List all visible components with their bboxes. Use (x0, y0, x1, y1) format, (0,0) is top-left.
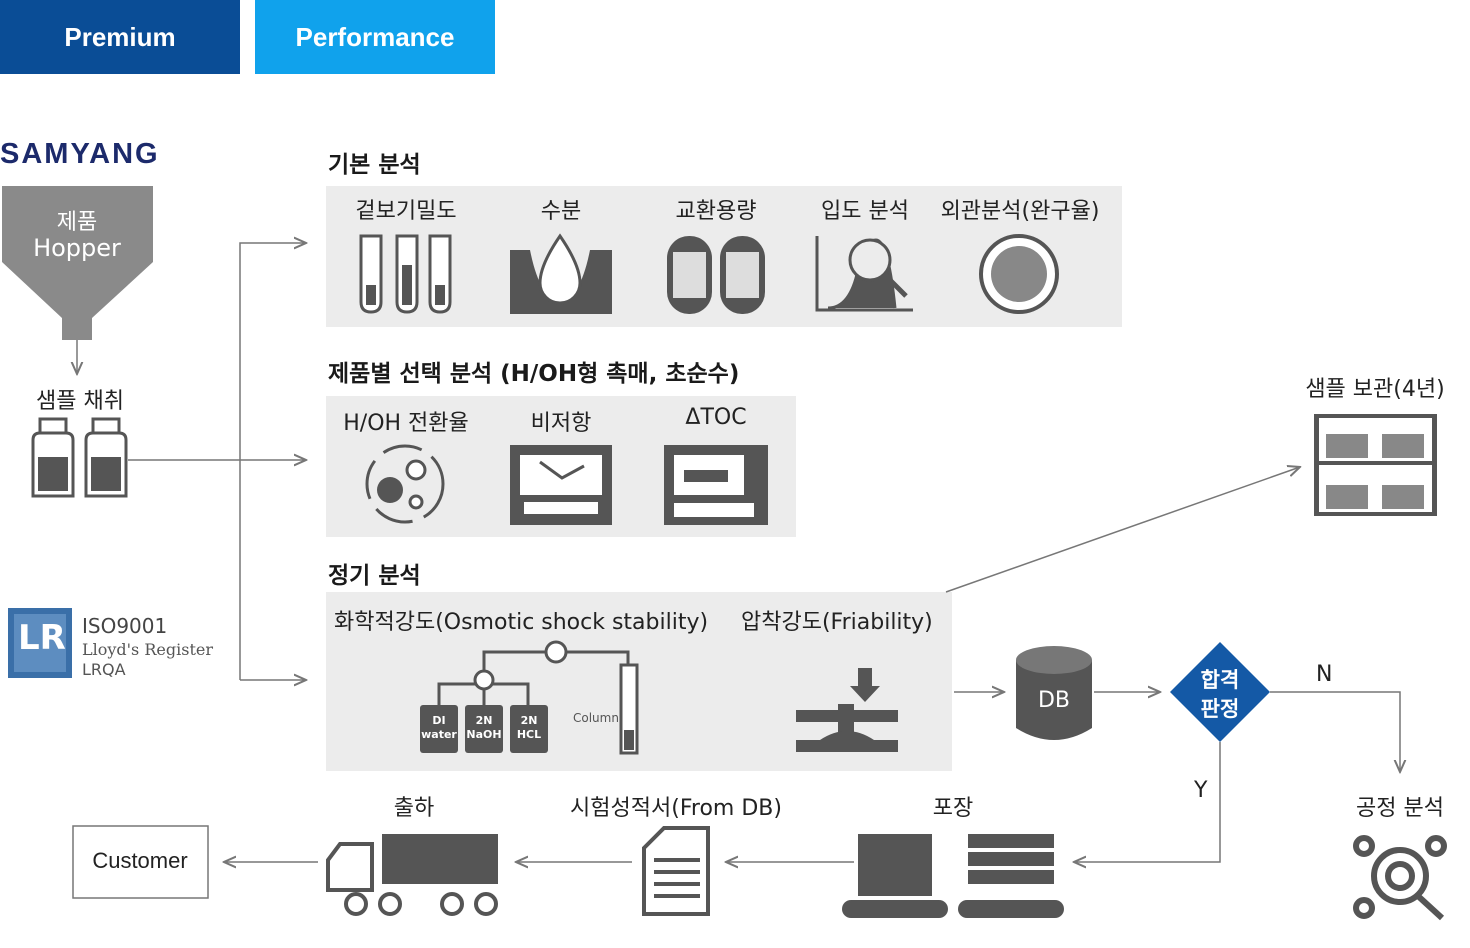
bottle-label-di-2: water (421, 728, 457, 741)
item-exchange-capacity: 교환용량 (675, 199, 757, 224)
item-osmotic-shock: 화학적강도(Osmotic shock stability) (334, 610, 709, 635)
decision-no-label: N (1316, 662, 1333, 687)
osmotic-shock-apparatus-icon (420, 640, 639, 755)
bottle-label-naoh-1: 2N (475, 714, 493, 727)
delivery-truck-icon (326, 834, 498, 916)
shipping-label: 출하 (393, 796, 435, 821)
customer-label: Customer (92, 848, 188, 873)
hopper-label-line2: Hopper (33, 234, 121, 262)
basic-analysis-title: 기본 분석 (328, 152, 421, 178)
db-label: DB (1037, 688, 1071, 713)
samyang-logo: SAMYANG (0, 138, 160, 170)
column-label: Column (573, 711, 619, 725)
packaging-label: 포장 (932, 796, 974, 821)
iso-line3: LRQA (82, 660, 126, 679)
item-resistivity: 비저항 (530, 411, 592, 436)
decision-yes-label: Y (1194, 778, 1208, 803)
bottle-label-hcl-2: HCL (516, 728, 542, 741)
particle-size-icon (815, 236, 913, 312)
customer-box (72, 825, 209, 899)
decision-label-line1: 합격 (1200, 668, 1240, 692)
bottle-label-hcl-1: 2N (520, 714, 538, 727)
tab-performance[interactable]: Performance (255, 0, 495, 74)
item-appearance: 외관분석(완구율) (940, 199, 1100, 224)
resistivity-meter-icon (510, 445, 612, 525)
sample-bottles-icon (31, 417, 128, 498)
item-particle-size: 입도 분석 (821, 199, 909, 224)
process-analysis-label: 공정 분석 (1356, 796, 1444, 821)
selective-analysis-title: 제품별 선택 분석 (H/OH형 촉매, 초순수) (328, 361, 740, 387)
database-icon (1016, 646, 1092, 740)
lr-logo-text: LR (18, 618, 66, 658)
hopper-label-line1: 제품 (56, 210, 98, 235)
bottle-label-di-1: DI (432, 714, 446, 727)
iso-line1: ISO9001 (82, 614, 168, 638)
sample-storage-rack-icon (1314, 414, 1437, 516)
friability-press-icon (796, 668, 898, 752)
periodic-analysis-title: 정기 분석 (328, 563, 421, 589)
certificate-document-icon (642, 826, 710, 916)
water-drop-icon (510, 233, 612, 314)
item-bulk-density: 겉보기밀도 (355, 199, 457, 224)
item-delta-toc: ΔTOC (685, 405, 747, 430)
test-tubes-icon (359, 234, 452, 314)
iso-line2: Lloyd's Register (82, 640, 213, 659)
toc-analyzer-icon (664, 445, 768, 525)
sampling-label: 샘플 채취 (36, 389, 124, 414)
exchange-capacity-icon (667, 236, 765, 314)
lloyds-register-logo (8, 608, 72, 678)
decision-diamond (1170, 642, 1270, 742)
storage-label: 샘플 보관(4년) (1305, 377, 1445, 402)
item-moisture: 수분 (540, 199, 582, 224)
decision-label-line2: 판정 (1200, 697, 1240, 721)
appearance-icon (979, 234, 1059, 314)
packaging-conveyor-icon (842, 834, 1064, 918)
item-friability: 압착강도(Friability) (741, 610, 933, 635)
hopper-icon (2, 186, 153, 340)
process-analysis-icon (1353, 835, 1447, 921)
ion-conversion-icon (365, 444, 445, 524)
item-hoh-conversion: H/OH 전환율 (343, 411, 469, 436)
bottle-label-naoh-2: NaOH (466, 728, 502, 741)
tab-premium[interactable]: Premium (0, 0, 240, 74)
certificate-label: 시험성적서(From DB) (570, 796, 782, 821)
